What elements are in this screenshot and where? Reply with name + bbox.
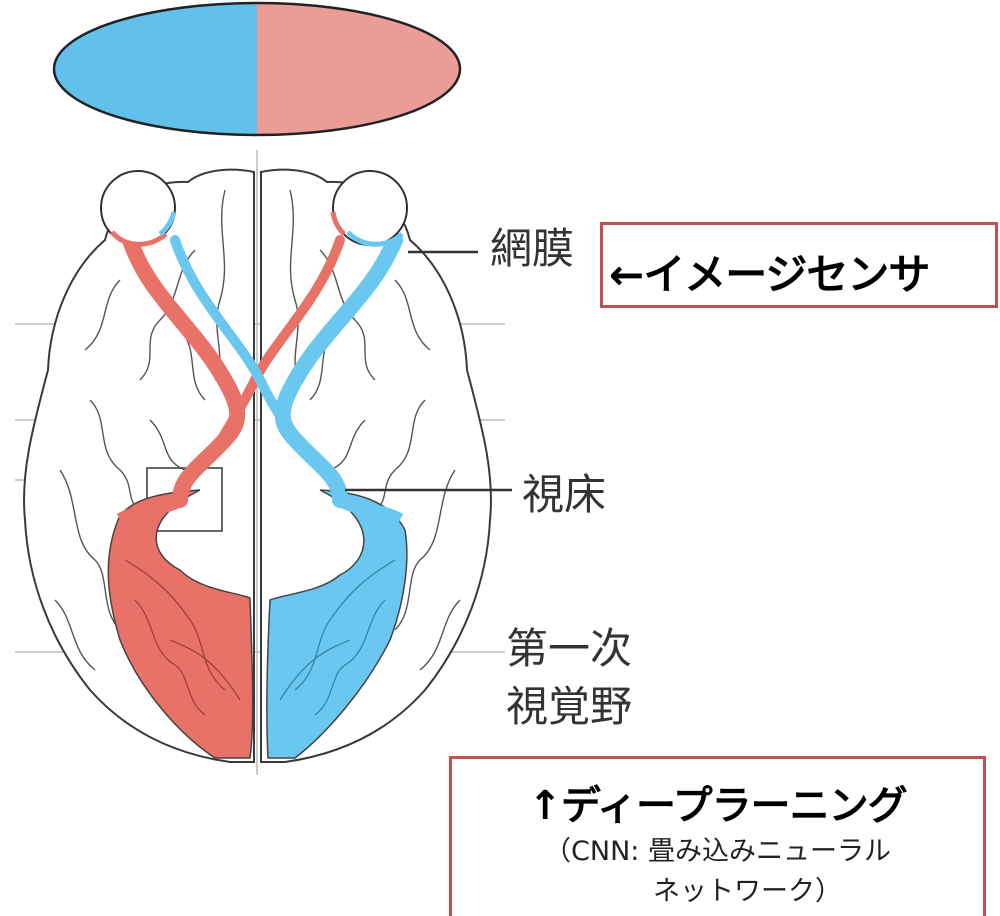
visual-field xyxy=(40,0,467,140)
deep-learning-callout: ↑ディープラーニング （CNN: 畳み込みニューラル ネットワーク） xyxy=(449,756,986,916)
visual-field-right-half xyxy=(257,0,467,140)
deep-learning-callout-title: ↑ディープラーニング xyxy=(452,773,983,831)
primary-visual-cortex-label-line2: 視覚野 xyxy=(506,686,632,728)
left-eyeball xyxy=(101,171,175,245)
image-sensor-callout: ←イメージセンサ xyxy=(600,222,998,308)
retina-label: 網膜 xyxy=(490,228,574,270)
thalamus-label: 視床 xyxy=(522,474,606,516)
image-sensor-callout-text: ←イメージセンサ xyxy=(609,241,929,302)
right-eyeball xyxy=(333,171,407,245)
deep-learning-callout-subtitle-line2: ネットワーク） xyxy=(512,869,983,908)
deep-learning-callout-subtitle-line1: （CNN: 畳み込みニューラル xyxy=(452,829,983,868)
visual-field-left-half xyxy=(40,0,257,140)
primary-visual-cortex-label-line1: 第一次 xyxy=(506,628,632,670)
